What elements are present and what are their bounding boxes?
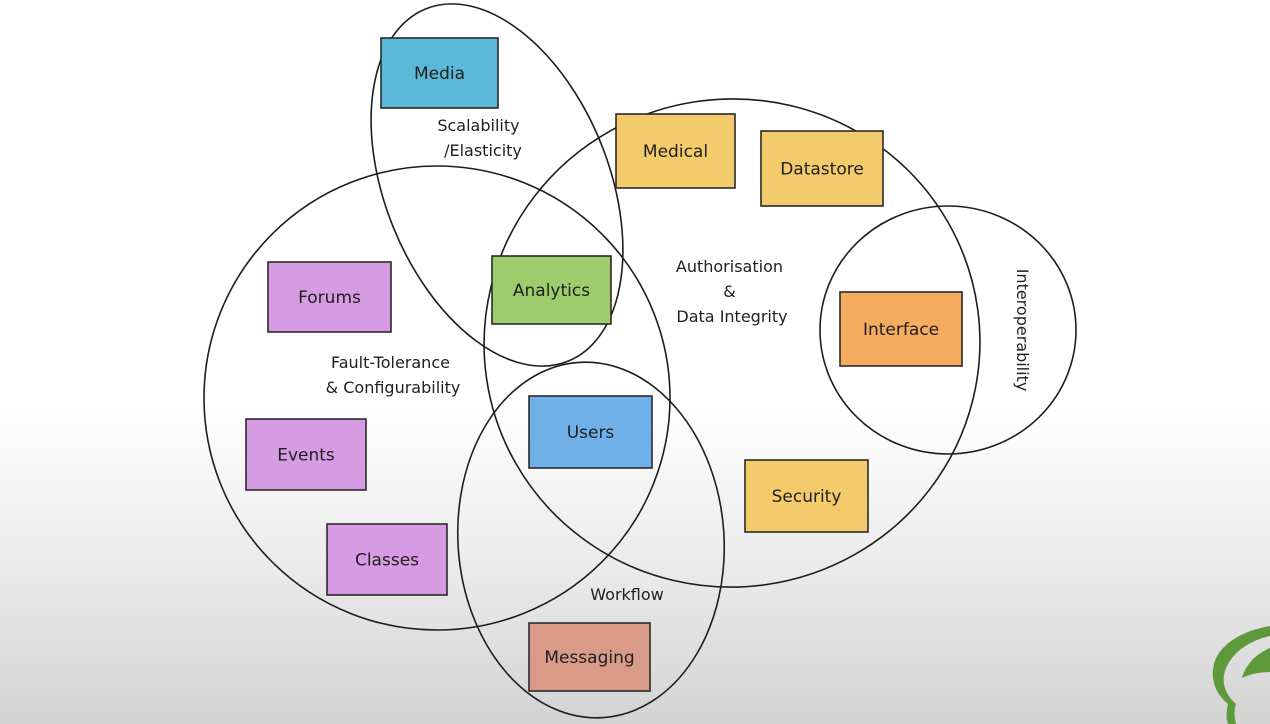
box-analytics-label: Analytics — [513, 281, 590, 301]
box-medical-label: Medical — [643, 142, 708, 162]
box-classes-rect — [326, 523, 448, 596]
box-analytics-rect — [491, 255, 612, 325]
box-events: Events — [245, 418, 367, 491]
box-users: Users — [528, 395, 653, 469]
ellipse-scalability — [370, 3, 624, 367]
box-datastore-label: Datastore — [780, 160, 864, 180]
box-medical-rect — [615, 113, 736, 189]
box-datastore-rect — [760, 130, 884, 207]
box-security-rect — [744, 459, 869, 533]
label-interoperability: Interoperability — [1013, 269, 1032, 392]
ellipse-interoperability — [819, 205, 1077, 455]
box-messaging-rect — [528, 622, 651, 692]
box-interface-rect — [839, 291, 963, 367]
box-events-label: Events — [277, 446, 335, 466]
leaf-logo-icon — [1212, 626, 1270, 724]
label-fault-tolerance: Fault-Tolerance & Configurability — [326, 353, 461, 397]
box-media-rect — [380, 37, 499, 109]
region-labels: Scalability /Elasticity Authorisation & … — [326, 116, 1032, 604]
box-classes: Classes — [326, 523, 448, 596]
box-media: Media — [380, 37, 499, 109]
label-authorisation: Authorisation & Data Integrity — [676, 257, 788, 326]
box-forums: Forums — [267, 261, 392, 333]
box-security-label: Security — [772, 487, 842, 507]
ellipse-workflow — [456, 361, 726, 719]
box-medical: Medical — [615, 113, 736, 189]
box-users-rect — [528, 395, 653, 469]
ellipse-authorisation — [483, 98, 981, 588]
box-interface: Interface — [839, 291, 963, 367]
box-users-label: Users — [567, 423, 615, 443]
box-analytics: Analytics — [491, 255, 612, 325]
label-workflow: Workflow — [590, 585, 663, 604]
box-security: Security — [744, 459, 869, 533]
ellipse-fault-tolerance — [203, 165, 671, 631]
box-forums-rect — [267, 261, 392, 333]
box-forums-label: Forums — [298, 288, 361, 308]
ellipses — [203, 3, 1077, 719]
box-media-label: Media — [414, 64, 465, 84]
box-datastore: Datastore — [760, 130, 884, 207]
label-scalability: Scalability /Elasticity — [437, 116, 524, 160]
box-classes-label: Classes — [355, 551, 419, 571]
box-messaging-label: Messaging — [544, 648, 634, 668]
box-interface-label: Interface — [863, 320, 939, 340]
box-events-rect — [245, 418, 367, 491]
box-messaging: Messaging — [528, 622, 651, 692]
